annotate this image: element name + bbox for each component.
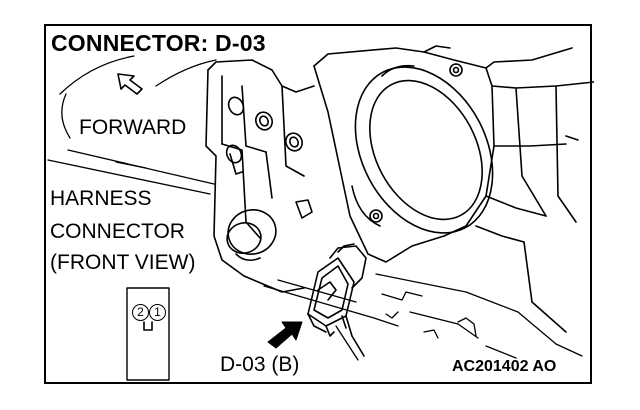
pin-2: 2	[132, 304, 149, 321]
forward-label: FORWARD	[79, 116, 187, 139]
harness-label-line-2: CONNECTOR	[50, 220, 185, 243]
diagram-frame: CONNECTOR: D-03 FORWARD HARNESS CONNECTO…	[44, 24, 594, 384]
round-knob	[226, 209, 277, 262]
round-housing	[313, 45, 495, 263]
harness-label-line-3: (FRONT VIEW)	[50, 251, 196, 274]
connector-title: CONNECTOR: D-03	[51, 30, 266, 56]
figure-code: AC201402 AO	[452, 358, 557, 375]
connector-id-label: D-03 (B)	[220, 353, 300, 376]
connector-front-view-box	[126, 287, 170, 381]
pointer-arrow-icon	[267, 321, 303, 349]
pin-1: 1	[149, 304, 166, 321]
lower-contour-lines	[263, 273, 583, 361]
engine-illustration	[47, 45, 594, 381]
harness-label-line-1: HARNESS	[50, 187, 152, 210]
side-frame	[475, 47, 594, 333]
forward-arrow-icon	[117, 73, 143, 95]
harness-connector	[307, 243, 367, 357]
background-contour-lines	[47, 55, 217, 195]
